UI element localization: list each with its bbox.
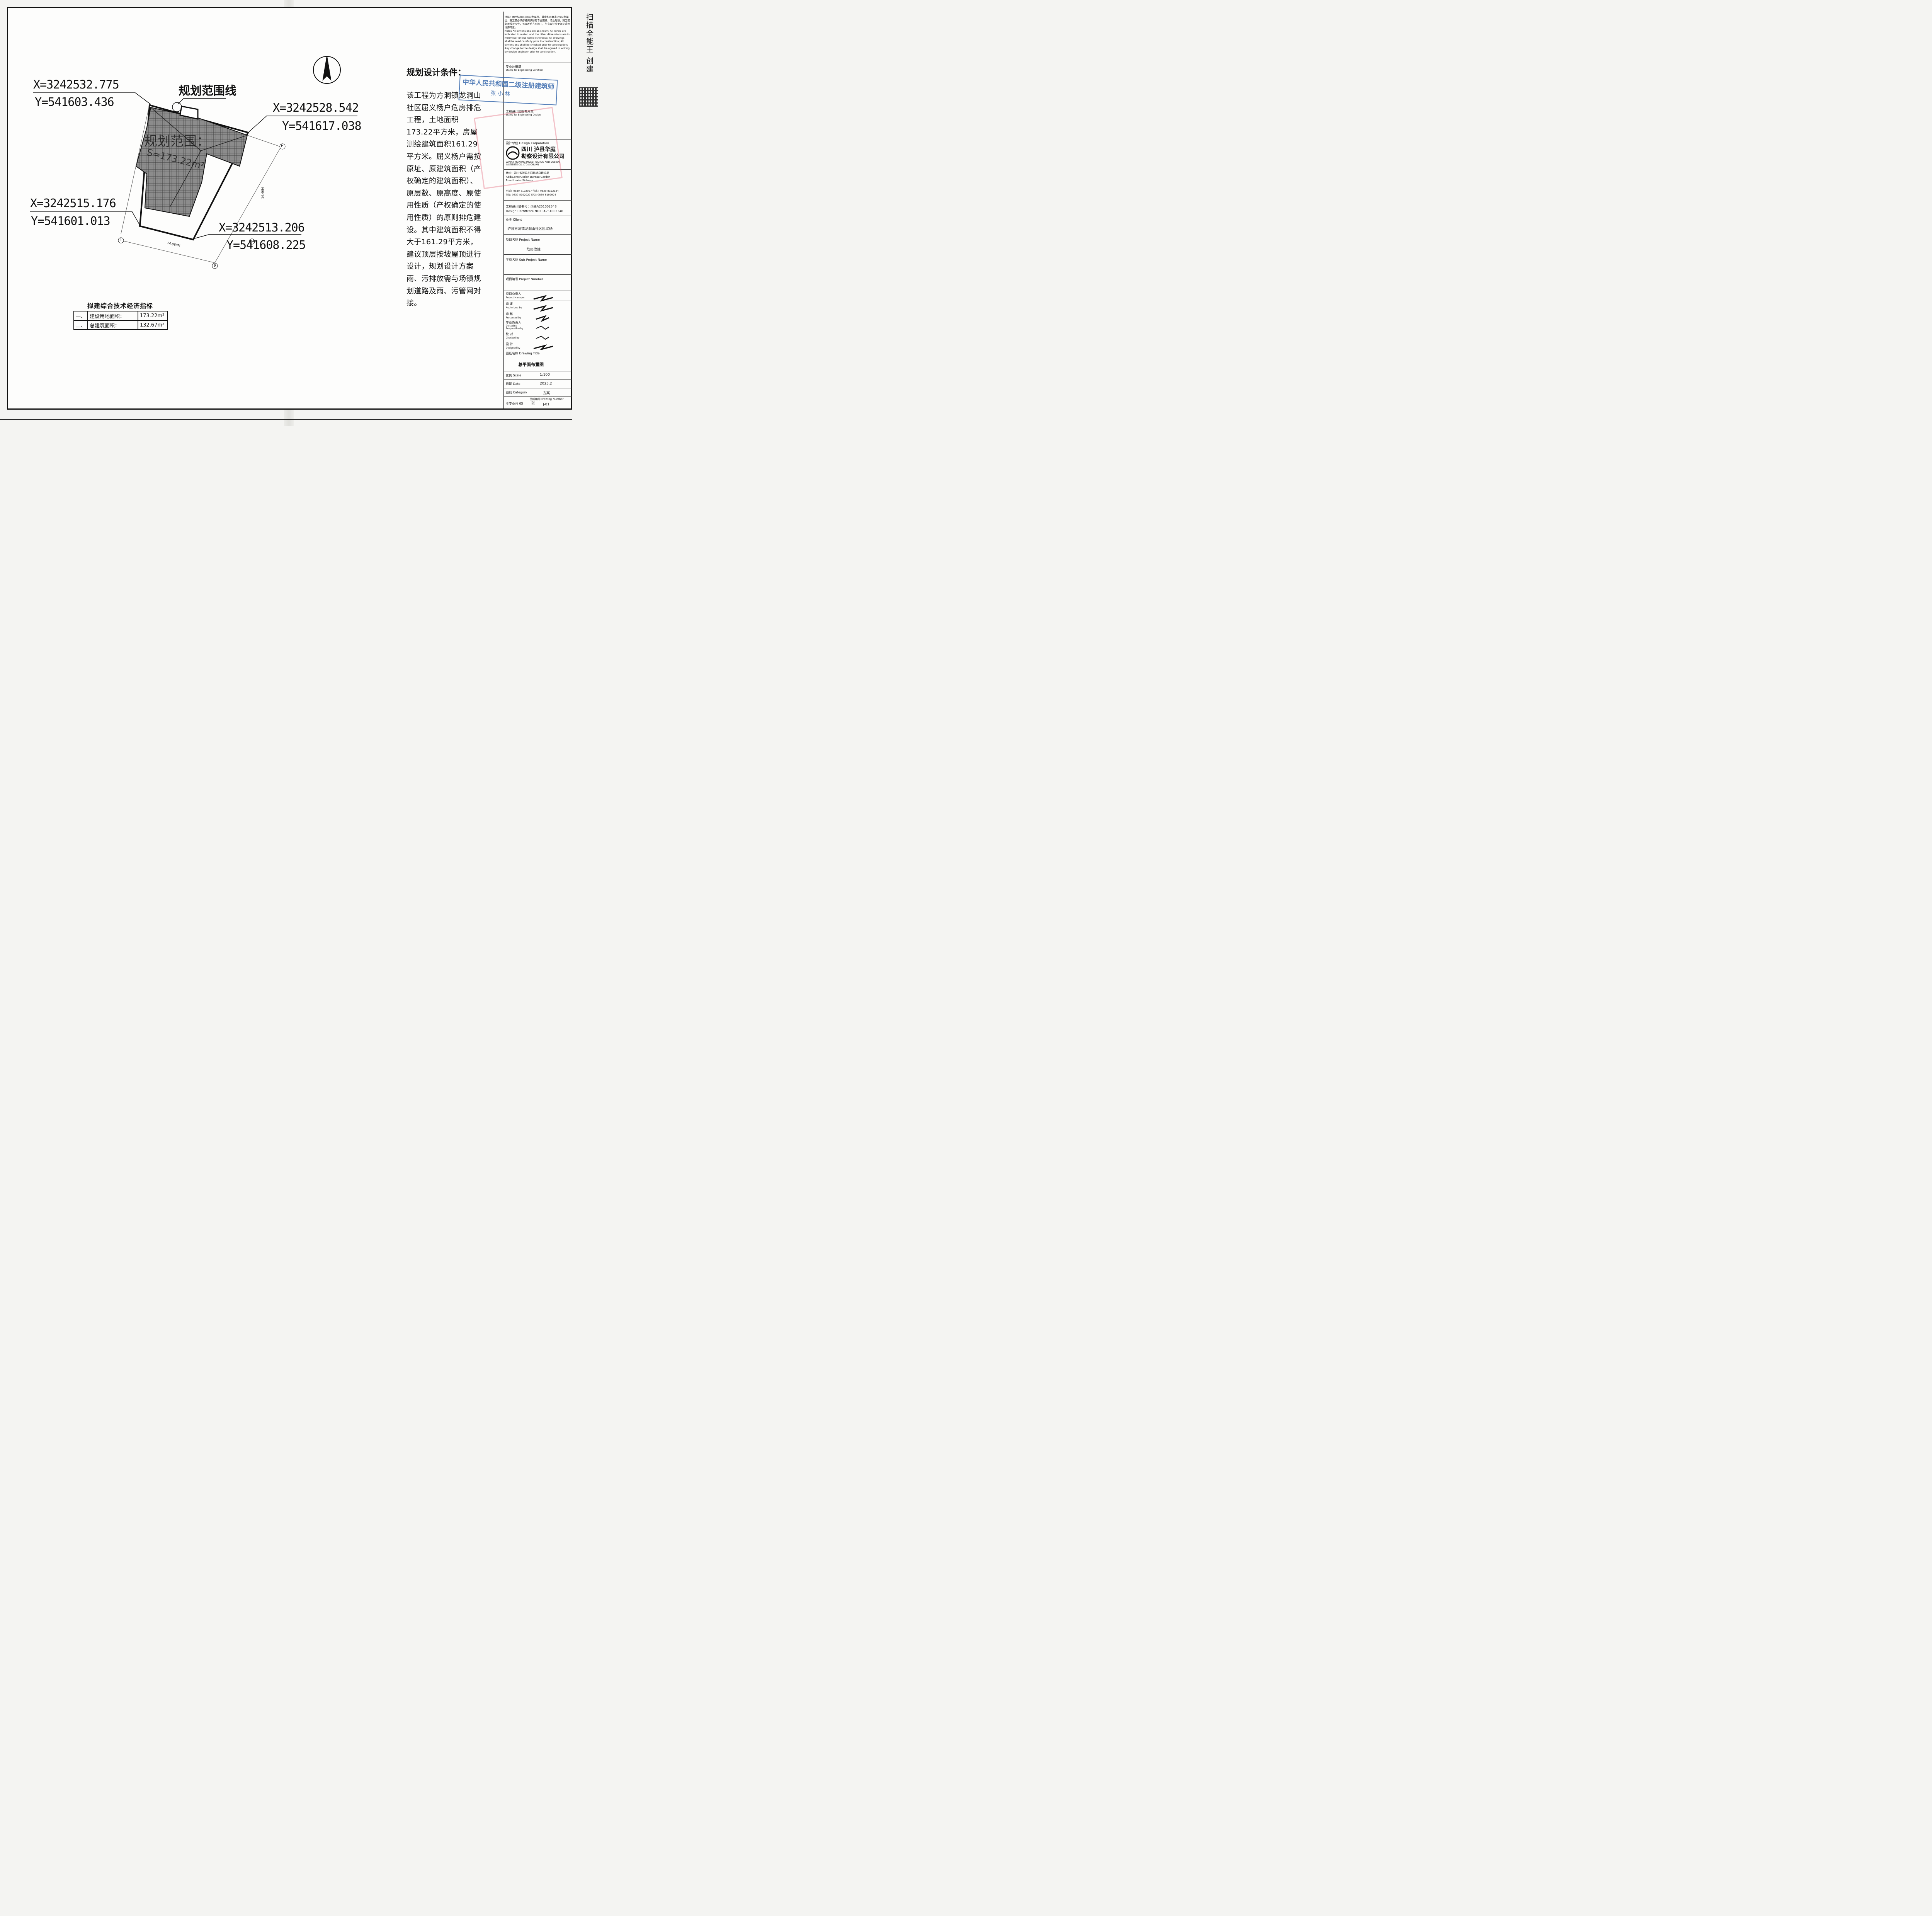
role-checked-en: Checked by	[506, 337, 520, 339]
boundary-outline	[139, 104, 249, 241]
conditions-body: 该工程为方洞镇龙洞山社区屈义杨户危房排危工程，土地面积173.22平方米，房屋测…	[406, 91, 481, 308]
role-discipline-en: Discipline Responsible by	[506, 325, 524, 330]
coord-y-1: Y=541603.436	[35, 95, 114, 109]
role-authorized-en: Authorized by	[506, 306, 522, 309]
subproject-label: 子项名称 Sub-Project Name	[506, 258, 547, 262]
category-label: 图别 Category	[506, 391, 527, 394]
axis-bubble-14	[249, 238, 255, 245]
org-name-1: 四川 泸县华庭	[521, 146, 556, 153]
coord-x-1: X=3242532.775	[33, 78, 119, 92]
scan-edge-line	[0, 419, 572, 420]
row-value: 173.22m²	[138, 311, 168, 321]
stamp-reg-en: Stamp for Engineering Certified	[506, 69, 543, 71]
role-designed-en: Designed by	[506, 347, 520, 349]
axis-bubble-h	[279, 143, 286, 150]
scale-label: 比例 Scale	[506, 374, 522, 377]
org-name-2: 勘察设计有限公司	[521, 153, 565, 160]
scale-value: 1:100	[540, 373, 550, 377]
cert-en: Design Certiffcate NO.C A251002348	[506, 209, 563, 213]
role-checked: 校 对	[506, 332, 513, 336]
project-value: 危房改建	[527, 248, 541, 252]
drawing-sheet	[7, 7, 572, 410]
indicators-title: 拟建综合技术经济指标	[87, 302, 153, 310]
coord-y-2: Y=541617.038	[282, 119, 362, 133]
notes-en: Notes All dimensions are as shown; All l…	[505, 29, 570, 53]
row-value: 132.67m²	[138, 320, 168, 330]
address-cn: 地址：四川省泸县花园路泸县建设局	[506, 172, 549, 175]
row-label: 总建筑面积：	[87, 320, 139, 330]
total-sheets: 本专业共 05	[506, 402, 523, 405]
axis-bubble-1	[118, 237, 124, 243]
drawing-title: 总平面布置图	[518, 362, 544, 367]
axis-label-1: 1	[120, 238, 122, 242]
coord-x-4: X=3242513.206	[219, 221, 305, 235]
stamp-name: 张 小 林	[490, 90, 510, 98]
role-processed: 审 核	[506, 312, 513, 316]
project-label: 项目名称 Project Name	[506, 238, 540, 242]
project-number-label: 项目编号 Project Number	[506, 277, 543, 281]
indicators-table: 一、 建设用地面积： 173.22m² 二、 总建筑面积： 132.67m²	[73, 311, 168, 330]
role-manager-en: Project Manager	[506, 296, 525, 299]
role-manager: 项目负责人	[506, 292, 521, 296]
cert-cn: 工程设计证书号：丙级A251002348	[506, 205, 557, 208]
coord-x-3: X=3242515.176	[30, 197, 116, 210]
signatures	[533, 295, 553, 350]
notes: 注释：图中标高以米(m)为单位，其余均以毫米(mm)为单位；施工前必须仔细阅读所…	[505, 15, 570, 54]
red-seal	[474, 107, 563, 189]
role-processed-en: Processed by	[506, 316, 521, 319]
sheet-unit: 张	[531, 402, 535, 405]
coord-y-3: Y=541601.013	[31, 214, 111, 228]
date-value: 2023.2	[540, 382, 552, 386]
roof-hatch	[135, 107, 248, 217]
scanner-watermark: 扫描全能王 创建	[585, 13, 594, 73]
org-en: LUXIAN HUATING INVESTIGATION AND DESIGN …	[506, 161, 560, 166]
conditions-title: 规划设计条件：	[406, 68, 466, 78]
coord-x-2: X=3242528.542	[273, 101, 359, 115]
client-value: 泸县方洞镇龙洞山社区屈义杨	[507, 227, 553, 231]
drawing-title-label: 图纸名称 Drawing Title	[506, 352, 540, 355]
axis-label-h: H	[281, 144, 284, 148]
axis-label-9: 9	[214, 264, 216, 268]
tel-en: TEL: 0830-8192927 FAX: 0830-8192924	[506, 193, 556, 196]
category-value: 方案	[543, 391, 550, 395]
row-number: 二、	[73, 320, 88, 330]
notes-cn: 注释：图中标高以米(m)为单位，其余均以毫米(mm)为单位；施工前必须仔细阅读所…	[505, 15, 570, 29]
tel: 电话：0830-8192927 传真：0830-8192924	[506, 189, 559, 192]
area-label: 规划范围：	[144, 134, 210, 149]
drawing-number-label: 图纸编号Drawing Number	[530, 398, 564, 401]
architect-stamp: 中华人民共和国二级注册建筑师 张 小 林	[458, 75, 558, 105]
drawing-number: J-01	[543, 403, 550, 407]
axis-label-14: 14	[250, 240, 255, 243]
table-row: 一、 建设用地面积： 173.22m²	[73, 311, 168, 321]
coord-y-4: Y=541608.225	[226, 238, 306, 252]
stamp-reg-label: 专业注册章	[506, 65, 521, 68]
boundary-label: 规划范围线	[179, 84, 236, 98]
role-discipline: 专业负责人	[506, 321, 521, 324]
table-row: 二、 总建筑面积： 132.67m²	[73, 320, 168, 330]
qr-code-icon	[579, 87, 598, 107]
date-label: 日期 Date	[506, 382, 520, 386]
row-number: 一、	[73, 311, 88, 321]
address-en: Add:Construction Bureau Garden Road,Luxi…	[506, 175, 551, 182]
role-authorized: 审 定	[506, 302, 513, 306]
design-stamp-label: 工程设计出图专用章	[506, 110, 534, 113]
site-plan	[30, 56, 357, 269]
design-stamp-en: Stamp for Engineering Design	[506, 114, 541, 116]
row-label: 建设用地面积：	[87, 311, 139, 321]
client-label: 业主 Client	[506, 218, 522, 221]
axis-bubble-9	[212, 263, 218, 269]
org-label: 设计单位 Design Corporation	[506, 141, 549, 145]
role-designed: 设 计	[506, 342, 513, 346]
dimension-right: 14.40M	[261, 187, 265, 199]
title-block: 专业注册章 Stamp for Engineering Certified 工程…	[503, 12, 572, 410]
company-logo-icon	[506, 146, 520, 160]
